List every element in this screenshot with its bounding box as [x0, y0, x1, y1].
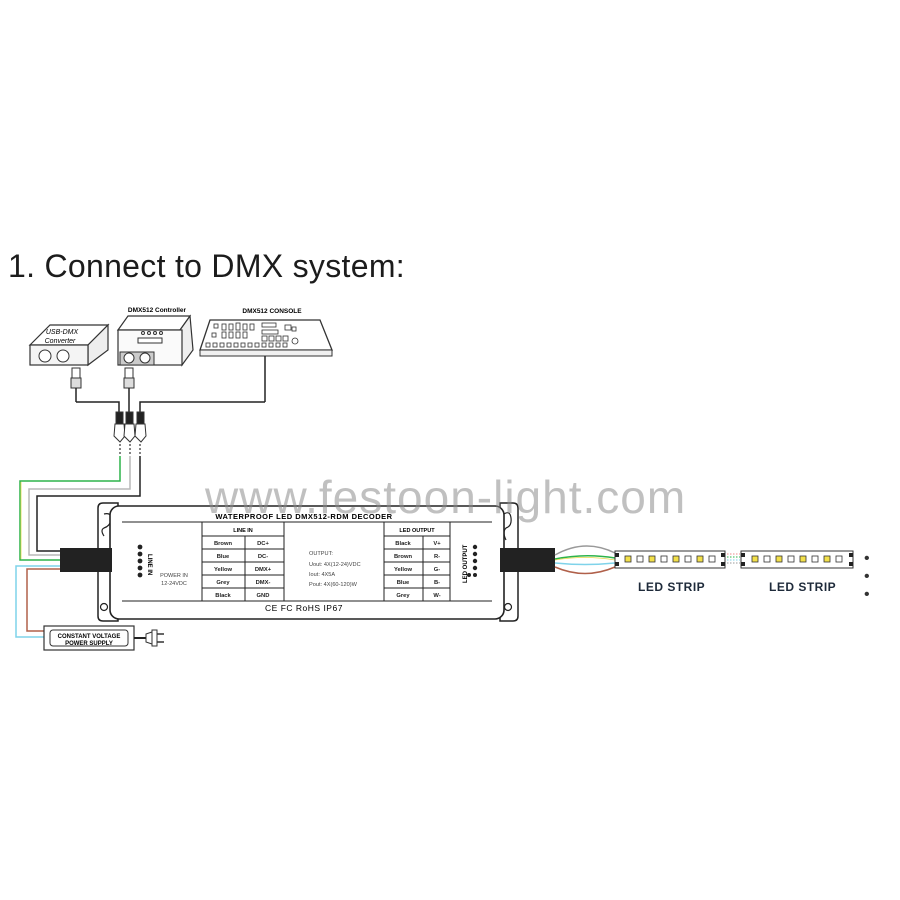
svg-text:DC+: DC+	[257, 541, 269, 547]
svg-text:DMX512 CONSOLE: DMX512 CONSOLE	[242, 308, 302, 315]
svg-text:Brown: Brown	[214, 541, 232, 547]
dmx-cables	[76, 401, 265, 412]
svg-text:LED OUTPUT: LED OUTPUT	[399, 528, 435, 534]
svg-text:Blue: Blue	[397, 580, 410, 586]
svg-text:Blue: Blue	[217, 554, 230, 560]
led-output-indicator-dots	[467, 544, 478, 577]
svg-text:Black: Black	[395, 541, 411, 547]
svg-text:WATERPROOF LED DMX512-RDM DECO: WATERPROOF LED DMX512-RDM DECODER	[215, 512, 392, 521]
dmx-splitter	[113, 411, 147, 443]
svg-text:OUTPUT:: OUTPUT:	[309, 551, 333, 557]
svg-text:Yellow: Yellow	[394, 567, 413, 573]
svg-text:DMX512 Controller: DMX512 Controller	[128, 307, 187, 314]
svg-text:R-: R-	[434, 554, 440, 560]
svg-text:CONSTANT VOLTAGE: CONSTANT VOLTAGE	[58, 634, 121, 640]
constant-voltage-power-supply: CONSTANT VOLTAGE POWER SUPPLY	[43, 625, 164, 651]
svg-text:B-: B-	[434, 580, 440, 586]
svg-text:Black: Black	[215, 593, 231, 599]
svg-text:LINE IN: LINE IN	[233, 528, 253, 534]
svg-text:G-: G-	[434, 567, 441, 573]
svg-text:Brown: Brown	[394, 554, 412, 560]
svg-text:POWER SUPPLY: POWER SUPPLY	[65, 641, 113, 647]
svg-text:Grey: Grey	[396, 593, 410, 599]
dmx512-console: DMX512 CONSOLE	[199, 308, 333, 402]
led-strip-2	[740, 550, 854, 569]
svg-text:LED OUTPUT: LED OUTPUT	[463, 544, 469, 583]
svg-text:Yellow: Yellow	[214, 567, 233, 573]
continuation-dots: • • •	[864, 550, 877, 603]
led-strip-1-label: LED STRIP	[638, 580, 706, 594]
svg-text:Uout: 4X(12-24)VDC: Uout: 4X(12-24)VDC	[309, 562, 361, 568]
svg-text:Iout: 4X5A: Iout: 4X5A	[309, 572, 335, 578]
dmx512-controller: DMX512 Controller	[116, 307, 194, 402]
dmx512-rdm-decoder: WATERPROOF LED DMX512-RDM DECODER LINE I…	[60, 502, 555, 622]
page-title: 1. Connect to DMX system:	[8, 248, 405, 284]
led-strip-1	[614, 550, 726, 569]
svg-text:12-24VDC: 12-24VDC	[161, 581, 187, 587]
svg-text:GND: GND	[257, 593, 270, 599]
svg-text:DC-: DC-	[258, 554, 268, 560]
usb-dmx-converter: USB-DMX Converter	[28, 323, 110, 402]
led-output-table: LED OUTPUT Black V+ Brown R- Yellow G- B…	[383, 521, 451, 602]
svg-text:LINE IN: LINE IN	[146, 554, 152, 575]
usb-dmx-label: USB-DMX	[46, 329, 79, 336]
certification-marks: CE FC RoHS IP67	[265, 603, 343, 613]
svg-text:DMX-: DMX-	[256, 580, 271, 586]
svg-text:DMX+: DMX+	[255, 567, 272, 573]
line-in-indicator-dots	[137, 544, 143, 578]
svg-text:V+: V+	[433, 541, 441, 547]
svg-text:POWER IN: POWER IN	[160, 573, 188, 579]
output-specs: OUTPUT: Uout: 4X(12-24)VDC Iout: 4X5A Po…	[309, 551, 361, 588]
svg-text:Pout: 4X(60-120)W: Pout: 4X(60-120)W	[309, 582, 358, 588]
output-wires	[554, 545, 616, 575]
led-strip-2-label: LED STRIP	[769, 580, 837, 594]
svg-text:W-: W-	[433, 593, 440, 599]
line-in-table: LINE IN Brown DC+ Blue DC- Yellow DMX+ G…	[201, 521, 285, 602]
svg-text:Converter: Converter	[45, 338, 76, 345]
input-wires	[15, 456, 141, 638]
svg-text:Grey: Grey	[216, 580, 230, 586]
